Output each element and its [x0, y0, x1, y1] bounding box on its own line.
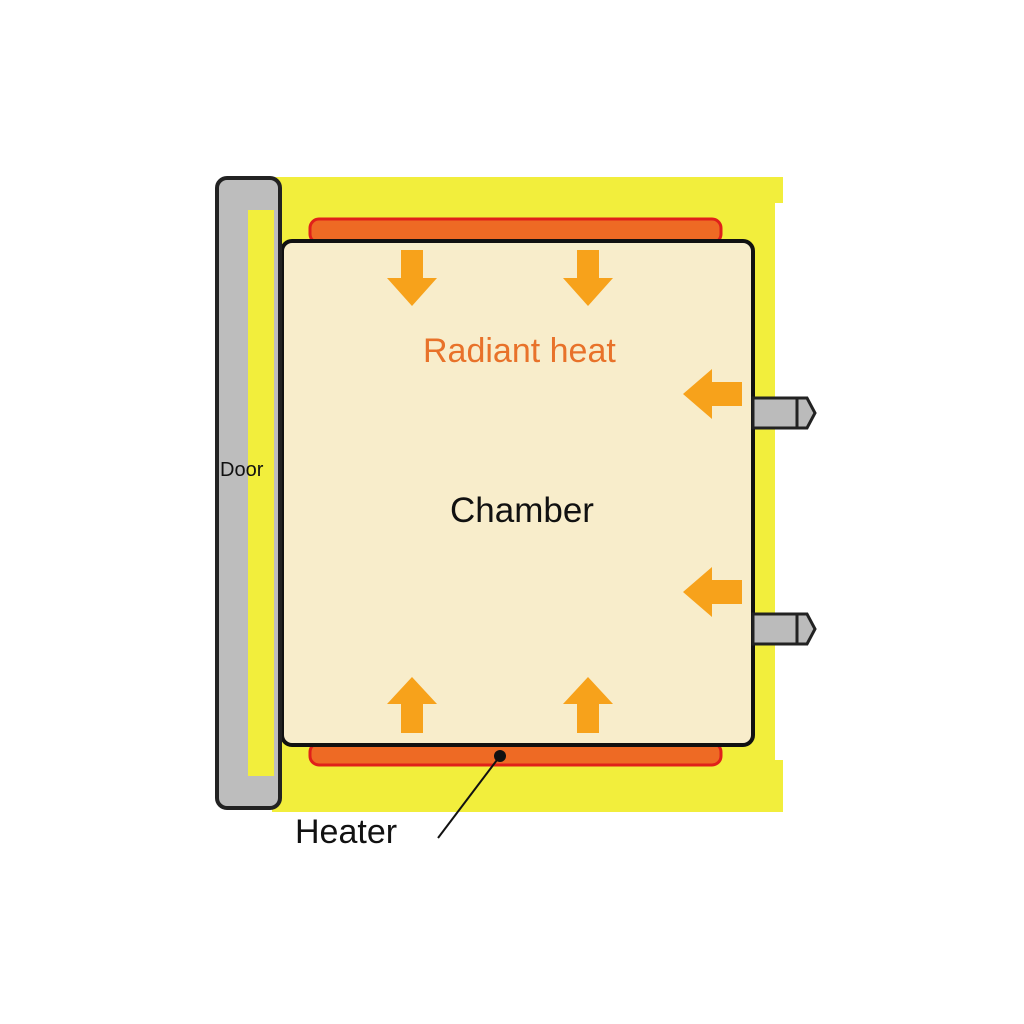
heat-arrow-up-icon: [563, 677, 613, 733]
upper-port: [751, 396, 817, 430]
door: [215, 176, 282, 810]
chamber-label: Chamber: [450, 491, 594, 530]
heat-arrow-left-icon: [683, 567, 742, 617]
heater-label: Heater: [295, 813, 397, 851]
door-seal: [248, 210, 274, 776]
heat-arrow-left-icon: [683, 369, 742, 419]
heat-arrow-down-icon: [387, 250, 437, 306]
radiant-heat-label: Radiant heat: [423, 332, 616, 370]
lower-port: [751, 612, 817, 646]
heat-arrow-down-icon: [563, 250, 613, 306]
door-label: Door: [220, 459, 264, 481]
heater-leader-line: [437, 755, 501, 839]
heater-leader-dot: [494, 750, 506, 762]
heat-arrow-up-icon: [387, 677, 437, 733]
